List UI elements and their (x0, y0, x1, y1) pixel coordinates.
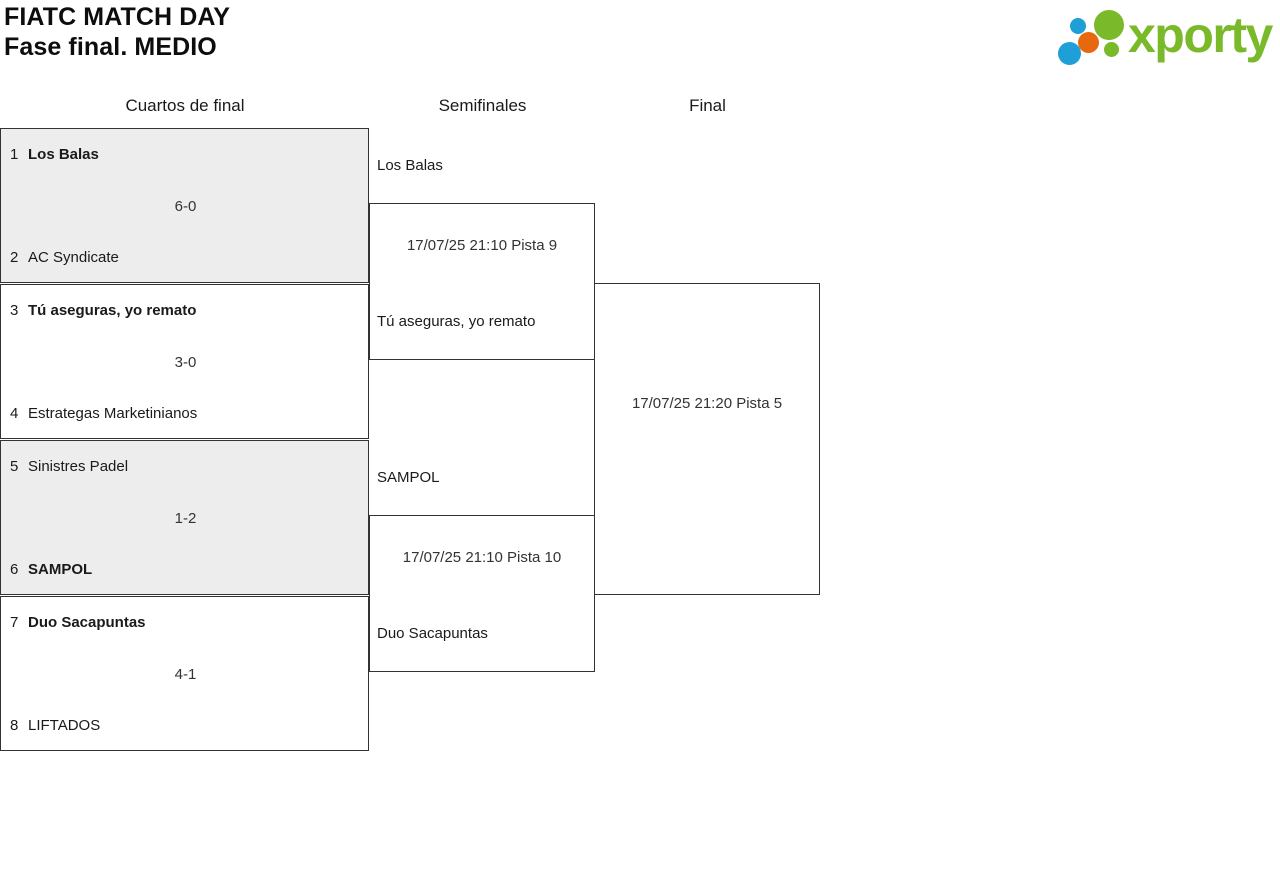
round-header-semifinals: Semifinales (438, 96, 527, 115)
seed-number: 3 (10, 302, 19, 319)
match-score: 6-0 (174, 198, 197, 215)
match-slot-top: 3 Tú aseguras, yo remato (10, 302, 360, 320)
logo-dot-blue-small (1070, 18, 1086, 34)
match-slot-bottom: 2 AC Syndicate (10, 249, 360, 267)
seed-number: 1 (10, 146, 19, 163)
xporty-logo[interactable]: xporty (1050, 6, 1274, 68)
match-slot-top: 5 Sinistres Padel (10, 458, 360, 476)
quarterfinal-match-4[interactable]: 7 Duo Sacapuntas 4-1 8 LIFTADOS (0, 596, 369, 751)
title-line-primary: FIATC MATCH DAY (4, 3, 231, 31)
semifinal-2-team-top: SAMPOL (377, 469, 440, 486)
team-name: AC Syndicate (28, 249, 119, 266)
seed-number: 7 (10, 614, 19, 631)
seed-number: 6 (10, 561, 19, 578)
team-name: Sinistres Padel (28, 458, 129, 475)
match-slot-bottom: 8 LIFTADOS (10, 717, 360, 735)
semifinal-1-team-bottom: Tú aseguras, yo remato (377, 313, 536, 330)
logo-dot-blue-large (1058, 42, 1081, 65)
match-score: 1-2 (174, 510, 197, 527)
page-title: FIATC MATCH DAY Fase final. MEDIO (4, 2, 230, 62)
logo-dots-icon (1058, 10, 1130, 68)
seed-number: 5 (10, 458, 19, 475)
logo-dot-green-small (1104, 42, 1119, 57)
match-schedule: 17/07/25 21:10 Pista 10 (402, 549, 562, 566)
semifinal-match-1[interactable]: 17/07/25 21:10 Pista 9 (369, 203, 595, 360)
final-match[interactable]: 17/07/25 21:20 Pista 5 (594, 283, 820, 595)
logo-wordmark: xporty (1128, 7, 1273, 63)
match-slot-bottom: 6 SAMPOL (10, 561, 360, 579)
logo-dot-orange (1078, 32, 1099, 53)
page-header: FIATC MATCH DAY Fase final. MEDIO xporty (0, 0, 1280, 78)
semifinal-1-team-top: Los Balas (377, 157, 443, 174)
round-header-final: Final (689, 96, 726, 115)
team-name: Los Balas (28, 146, 99, 163)
team-name: Estrategas Marketinianos (28, 405, 198, 422)
title-line-secondary: Fase final. MEDIO (4, 33, 217, 61)
team-name: LIFTADOS (28, 717, 101, 734)
match-slot-top: 7 Duo Sacapuntas (10, 614, 360, 632)
seed-number: 4 (10, 405, 19, 422)
quarterfinal-match-2[interactable]: 3 Tú aseguras, yo remato 3-0 4 Estrategas … (0, 284, 369, 439)
team-name: Tú aseguras, yo remato (28, 302, 197, 319)
semifinal-2-team-bottom: Duo Sacapuntas (377, 625, 488, 642)
logo-dot-green-large (1094, 10, 1124, 40)
quarterfinal-match-1[interactable]: 1 Los Balas 6-0 2 AC Syndicate (0, 128, 369, 283)
match-slot-bottom: 4 Estrategas Marketinianos (10, 405, 360, 423)
semifinal-match-2[interactable]: 17/07/25 21:10 Pista 10 (369, 515, 595, 672)
team-name: Duo Sacapuntas (28, 614, 146, 631)
match-score: 4-1 (174, 666, 197, 683)
team-name: SAMPOL (28, 561, 93, 578)
match-slot-top: 1 Los Balas (10, 146, 360, 164)
match-schedule: 17/07/25 21:20 Pista 5 (631, 395, 783, 412)
match-score: 3-0 (174, 354, 197, 371)
seed-number: 2 (10, 249, 19, 266)
round-header-quarterfinals: Cuartos de final (125, 96, 245, 115)
seed-number: 8 (10, 717, 19, 734)
quarterfinal-match-3[interactable]: 5 Sinistres Padel 1-2 6 SAMPOL (0, 440, 369, 595)
match-schedule: 17/07/25 21:10 Pista 9 (406, 237, 558, 254)
